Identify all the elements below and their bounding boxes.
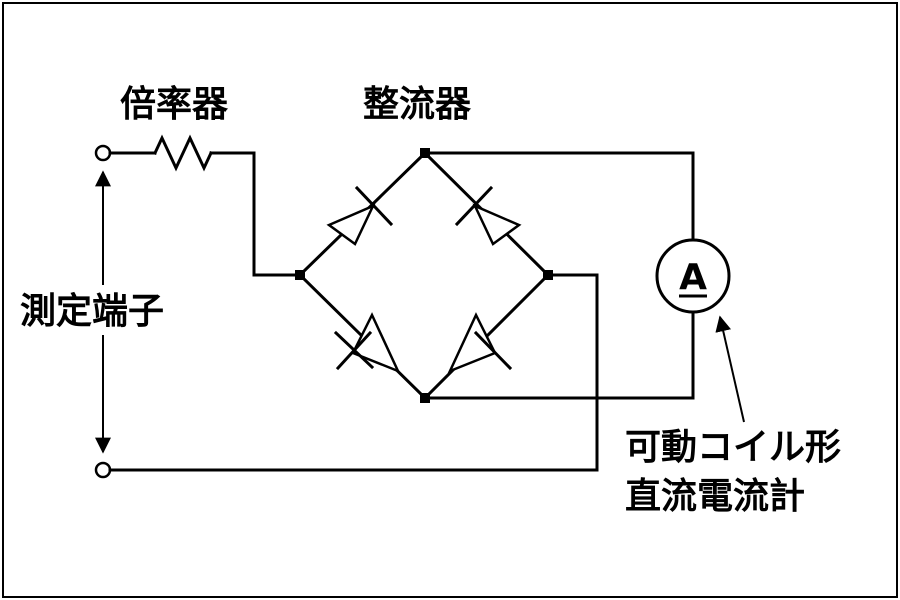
terminal-top: [94, 144, 112, 162]
meter-pointer-arrow: [715, 315, 745, 423]
ammeter-symbol: A: [679, 257, 707, 298]
wire-top-to-meter: [423, 151, 695, 242]
terminal-bottom: [94, 461, 112, 479]
resistor-multiplier: [153, 134, 213, 172]
ammeter-circle: [655, 238, 731, 314]
diode-upper-left: [326, 185, 394, 246]
diode-lower-right: [447, 312, 513, 374]
bridge-rectifier: [295, 148, 553, 403]
diode-upper-right: [454, 185, 522, 246]
ammeter: A: [655, 238, 731, 314]
node-left: [295, 270, 305, 280]
wire-resistor-to-bridge: [209, 151, 302, 277]
wire-meter-to-bottom: [423, 310, 695, 400]
label-rectifier: 整流器: [363, 84, 472, 125]
label-meter-line2: 直流電流計: [625, 476, 805, 517]
label-terminals: 測定端子: [20, 291, 164, 332]
label-multiplier: 倍率器: [120, 84, 229, 125]
diode-lower-left: [333, 312, 401, 374]
wire-return: [108, 273, 599, 472]
label-meter-line1: 可動コイル形: [625, 427, 841, 468]
